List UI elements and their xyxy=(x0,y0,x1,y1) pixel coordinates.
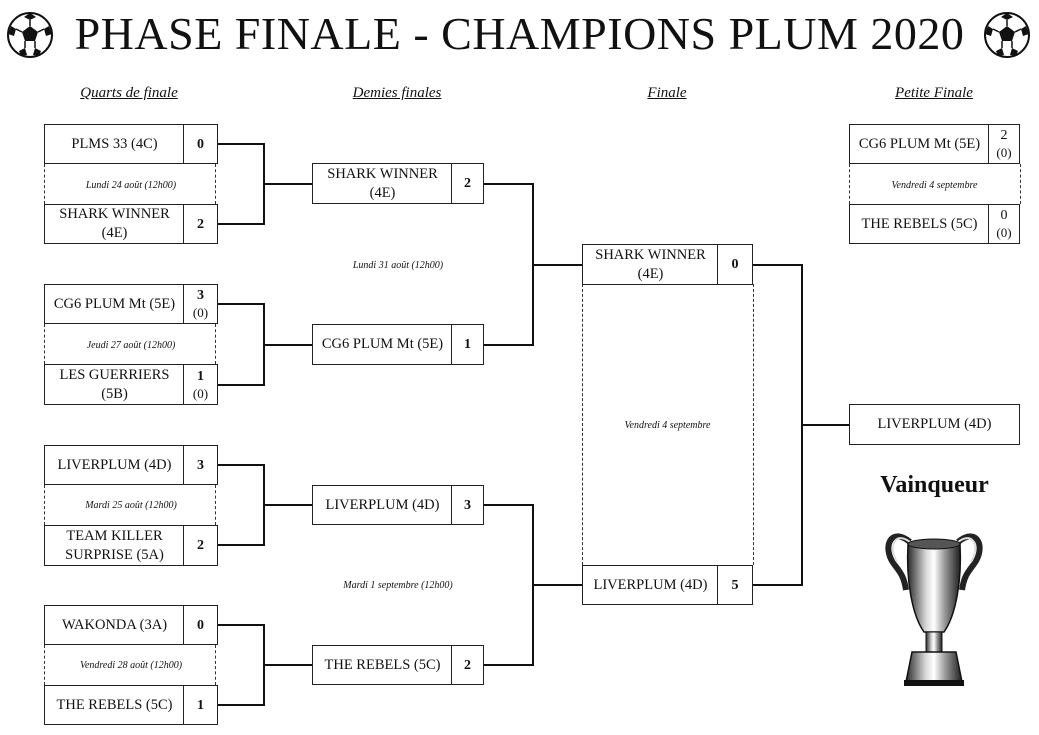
page-title: PHASE FINALE - CHAMPIONS PLUM 2020 xyxy=(74,8,965,59)
match-slot: SHARK WINNER (4E) 2 xyxy=(312,163,484,204)
heading-semis: Demies finales xyxy=(352,85,442,101)
team-name: LIVERPLUM (4D) xyxy=(325,496,440,513)
winner-team: LIVERPLUM (4D) xyxy=(877,416,992,432)
bracket-line xyxy=(532,584,582,586)
match-slot: THE REBELS (5C) 1 xyxy=(44,685,218,725)
bracket-line xyxy=(753,584,802,586)
team-score: 1 xyxy=(183,686,217,724)
team-name: TEAM KILLER SURPRISE (5A) xyxy=(65,527,164,563)
bracket-line xyxy=(532,264,582,266)
match-slot: THE REBELS (5C) 0(0) xyxy=(849,204,1020,244)
winner-slot: LIVERPLUM (4D) xyxy=(849,404,1020,445)
bracket-line xyxy=(801,424,850,426)
heading-third: Petite Finale xyxy=(895,85,973,101)
team-score: 0(0) xyxy=(988,205,1019,243)
bracket-line xyxy=(218,223,264,225)
team-score: 0 xyxy=(183,606,217,644)
team-name: THE REBELS (5C) xyxy=(861,215,978,232)
match-date: Lundi 31 août (12h00) xyxy=(352,259,444,271)
match-frame xyxy=(849,164,1021,204)
team-name: SHARK WINNER (4E) xyxy=(595,246,706,282)
match-slot: LIVERPLUM (4D) 3 xyxy=(312,485,484,525)
team-name: THE REBELS (5C) xyxy=(56,696,173,713)
team-score: 3(0) xyxy=(183,285,217,323)
match-slot: SHARK WINNER (4E) 0 xyxy=(582,244,753,285)
team-score: 3 xyxy=(183,446,217,484)
team-name: LES GUERRIERS (5B) xyxy=(59,366,170,402)
match-slot: CG6 PLUM Mt (5E) 1 xyxy=(312,324,484,365)
match-frame xyxy=(44,645,216,685)
bracket-line xyxy=(218,704,264,706)
match-slot: SHARK WINNER (4E) 2 xyxy=(44,204,218,244)
team-score: 2 xyxy=(451,646,483,684)
bracket-line xyxy=(263,344,313,346)
bracket-line xyxy=(218,384,264,386)
match-frame xyxy=(44,324,216,364)
heading-quarters: Quarts de finale xyxy=(80,85,178,101)
match-slot: LES GUERRIERS (5B) 1(0) xyxy=(44,364,218,405)
team-name: SHARK WINNER (4E) xyxy=(59,206,170,241)
team-score: 3 xyxy=(451,486,483,524)
match-slot: LIVERPLUM (4D) 3 xyxy=(44,445,218,485)
team-name: PLMS 33 (4C) xyxy=(71,135,158,152)
bracket-line xyxy=(218,303,264,305)
match-slot: CG6 PLUM Mt (5E) 3(0) xyxy=(44,284,218,324)
trophy-icon xyxy=(885,533,983,686)
match-date: Jeudi 27 août (12h00) xyxy=(86,339,176,351)
match-slot: CG6 PLUM Mt (5E) 2(0) xyxy=(849,124,1020,164)
team-name: CG6 PLUM Mt (5E) xyxy=(858,135,981,152)
match-slot: THE REBELS (5C) 2 xyxy=(312,645,484,685)
match-slot: LIVERPLUM (4D) 5 xyxy=(582,565,753,605)
team-score: 2(0) xyxy=(988,125,1019,163)
match-date: Vendredi 4 septembre xyxy=(624,419,711,431)
bracket-line xyxy=(484,664,533,666)
match-date: Lundi 24 août (12h00) xyxy=(85,179,177,191)
team-name: CG6 PLUM Mt (5E) xyxy=(53,295,176,312)
team-name: CG6 PLUM Mt (5E) xyxy=(321,336,444,352)
match-slot: TEAM KILLER SURPRISE (5A) 2 xyxy=(44,525,218,566)
soccer-ball-icon xyxy=(7,12,53,58)
team-score: 1(0) xyxy=(183,365,217,404)
bracket-line xyxy=(484,504,533,506)
match-slot: PLMS 33 (4C) 0 xyxy=(44,124,218,164)
match-date: Vendredi 4 septembre xyxy=(891,179,978,191)
bracket-line xyxy=(484,183,533,185)
team-name: LIVERPLUM (4D) xyxy=(57,456,172,473)
bracket-line xyxy=(484,344,533,346)
team-name: LIVERPLUM (4D) xyxy=(593,576,708,593)
soccer-ball-icon xyxy=(984,12,1030,58)
team-name: THE REBELS (5C) xyxy=(324,656,441,673)
match-frame xyxy=(44,485,216,525)
match-date: Mardi 1 septembre (12h00) xyxy=(343,579,453,591)
match-frame xyxy=(44,164,216,204)
bracket-line xyxy=(263,183,313,185)
team-score: 0 xyxy=(717,245,752,284)
match-frame xyxy=(582,284,754,565)
bracket-line xyxy=(753,264,802,266)
team-name: WAKONDA (3A) xyxy=(61,616,168,633)
bracket-line xyxy=(263,504,313,506)
match-slot: WAKONDA (3A) 0 xyxy=(44,605,218,645)
team-score: 2 xyxy=(183,526,217,565)
bracket-line xyxy=(218,143,264,145)
bracket-line xyxy=(218,464,264,466)
heading-final: Finale xyxy=(647,85,687,101)
team-name: SHARK WINNER (4E) xyxy=(327,165,438,201)
team-score: 1 xyxy=(451,325,483,364)
team-score: 0 xyxy=(183,125,217,163)
match-date: Mardi 25 août (12h00) xyxy=(85,499,177,511)
winner-label: Vainqueur xyxy=(880,472,989,498)
match-date: Vendredi 28 août (12h00) xyxy=(79,659,183,671)
bracket-line xyxy=(218,624,264,626)
team-score: 2 xyxy=(183,205,217,243)
bracket-line xyxy=(263,664,313,666)
team-score: 5 xyxy=(717,566,752,604)
bracket-line xyxy=(218,544,264,546)
team-score: 2 xyxy=(451,164,483,203)
